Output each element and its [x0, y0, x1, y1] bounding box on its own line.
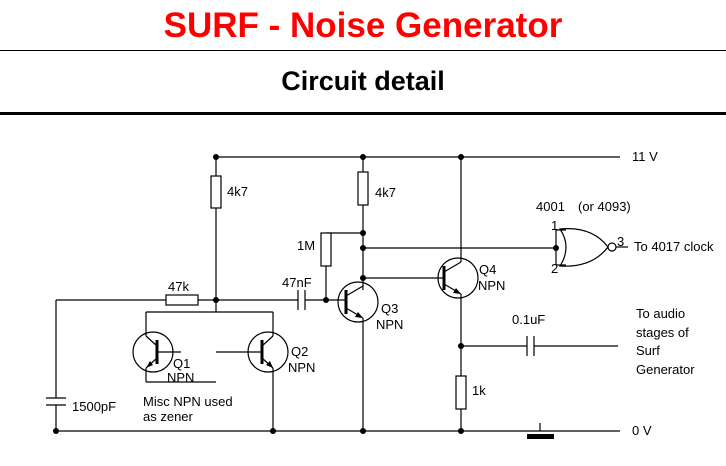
q3-name: Q3 — [381, 301, 398, 316]
resistor-4k7-mid — [357, 171, 369, 206]
q4-type: NPN — [478, 278, 505, 293]
resistor-1k — [455, 375, 467, 410]
ground-symbol — [527, 423, 554, 439]
q2-name: Q2 — [291, 344, 308, 359]
q3-type: NPN — [376, 317, 403, 332]
gate-alt-label: (or 4093) — [578, 199, 631, 214]
capacitor-47nf-label: 47nF — [282, 275, 312, 290]
q1-type: NPN — [167, 370, 194, 385]
q2-type: NPN — [288, 360, 315, 375]
page-title: SURF - Noise Generator — [163, 6, 563, 45]
zener-note-line2: as zener — [143, 409, 194, 424]
ground-rail-label: 0 V — [632, 423, 652, 438]
audio-note-line3: Surf — [636, 343, 660, 358]
nor-gate-bubble — [607, 242, 617, 252]
junction-dots — [53, 154, 559, 434]
capacitor-0-1uf-label: 0.1uF — [512, 312, 545, 327]
resistor-1m-label: 1M — [297, 238, 315, 253]
gate-pin2: 2 — [551, 261, 558, 276]
audio-note-line4: Generator — [636, 362, 695, 377]
transistor-q2 — [216, 311, 289, 431]
resistor-1k-label: 1k — [472, 383, 486, 398]
q4-name: Q4 — [479, 262, 496, 277]
capacitor-1500pf-label: 1500pF — [72, 399, 116, 414]
zener-note-line1: Misc NPN used — [143, 394, 233, 409]
supply-rail-label: 11 V — [632, 149, 658, 164]
transistor-q4 — [437, 157, 479, 376]
resistor-4k7-mid-label: 4k7 — [375, 185, 396, 200]
audio-note-line1: To audio — [636, 306, 685, 321]
gate-chip-label: 4001 — [536, 199, 565, 214]
gate-pin3: 3 — [617, 234, 624, 249]
header-divider — [0, 112, 726, 115]
nor-gate — [558, 228, 609, 267]
q1-name: Q1 — [173, 356, 190, 371]
transistor-q1 — [132, 300, 217, 383]
resistor-1m — [320, 232, 332, 267]
resistor-4k7-left-label: 4k7 — [227, 184, 248, 199]
transistor-q3 — [337, 281, 379, 431]
title-divider — [0, 50, 726, 51]
audio-note-line2: stages of — [636, 325, 689, 340]
resistor-47k-label: 47k — [168, 279, 189, 294]
resistor-4k7-left — [210, 175, 222, 209]
resistor-47k — [165, 294, 199, 306]
gate-pin1: 1 — [551, 218, 558, 233]
clock-output-label: To 4017 clock — [634, 239, 714, 254]
page-subtitle: Circuit detail — [281, 66, 445, 96]
